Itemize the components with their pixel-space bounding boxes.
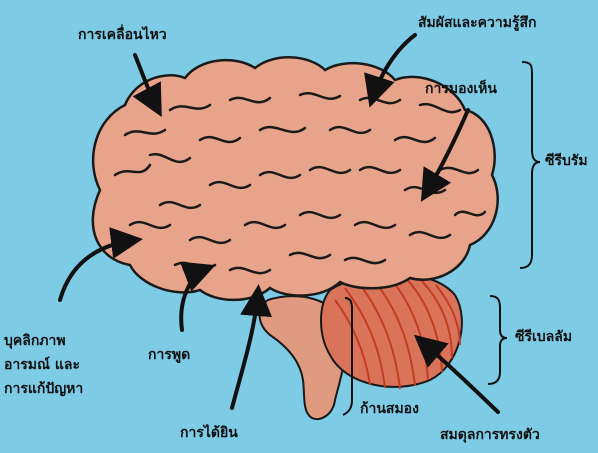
label-personality-3: การแก้ปัญหา — [4, 380, 83, 398]
label-vision: การมองเห็น — [425, 80, 497, 98]
label-personality-2: อารมณ์ และ — [4, 356, 80, 374]
label-hearing: การได้ยิน — [180, 424, 238, 442]
bracket-cerebellum — [488, 296, 507, 384]
label-sensation: สัมผัสและความรู้สึก — [418, 14, 537, 32]
label-brainstem: ก้านสมอง — [360, 400, 419, 418]
label-speech: การพูด — [148, 346, 190, 364]
label-cerebrum: ซีรีบรัม — [545, 152, 588, 170]
label-personality-1: บุคลิกภาพ — [4, 332, 66, 350]
label-balance: สมดุลการทรงตัว — [440, 426, 540, 444]
bracket-cerebrum — [520, 62, 540, 268]
label-cerebellum: ซีรีเบลลัม — [515, 328, 572, 346]
label-movement: การเคลื่อนไหว — [78, 26, 167, 44]
arrow-hearing — [232, 292, 258, 408]
